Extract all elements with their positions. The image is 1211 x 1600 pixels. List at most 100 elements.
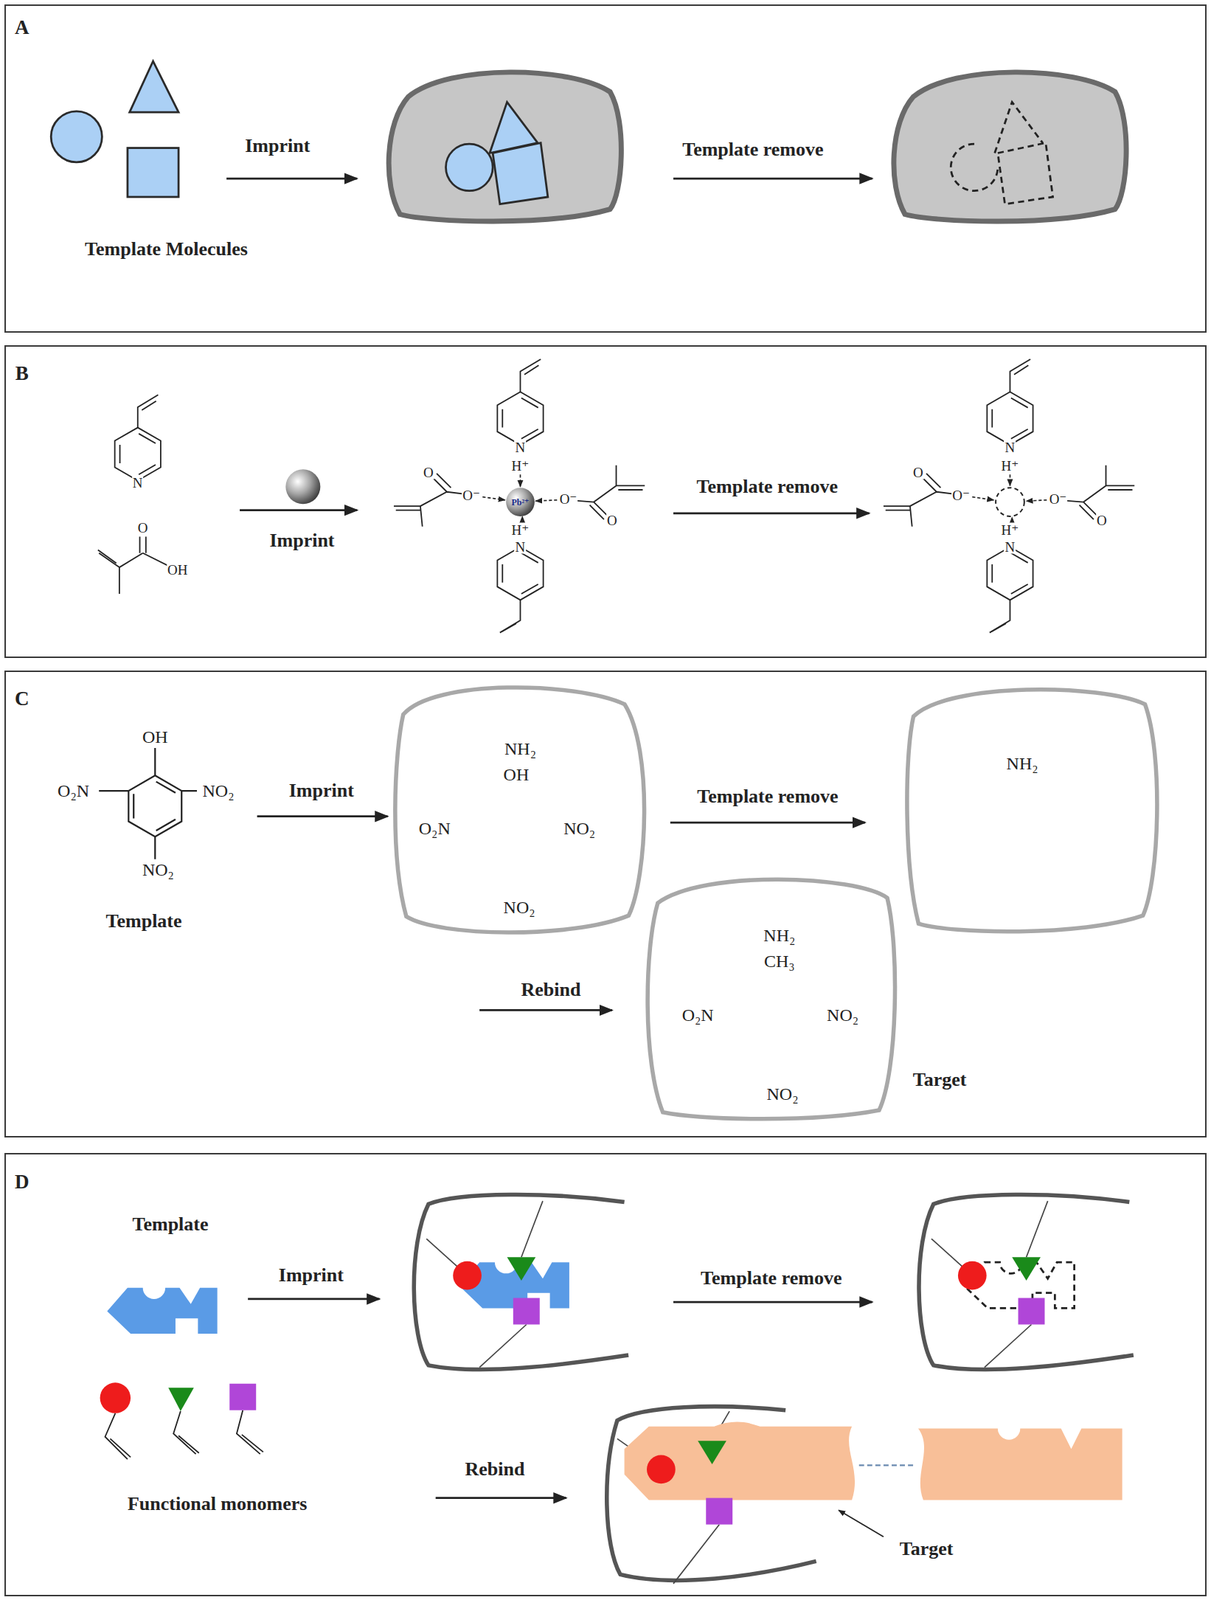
illustration [393,359,645,633]
cavity-outline: NH₂CH₃O₂NNO₂NO₂ [634,865,904,1124]
monomer [98,394,176,594]
functional-monomer [452,1256,1045,1524]
chemical-label: O [912,465,925,480]
chemical-label: H⁺ [1000,522,1020,537]
coordination-arrow [535,500,557,501]
tether [1026,1200,1049,1257]
chemical-label: CH₃ [763,952,796,970]
template-shape [106,1287,217,1334]
coordination-arrow [482,497,505,501]
panel-box: A [4,4,1208,333]
chemical-label: N [514,539,527,554]
arrow [247,1298,380,1301]
functional-monomer [100,1382,264,1459]
arrow [479,1008,613,1012]
panel-letter: A [14,16,30,37]
process-arrow [670,821,866,824]
chemical-label: N [132,475,144,490]
imprinted-shapes [492,143,548,205]
chemical-label: O [1095,513,1108,528]
chemical-label: NH₂ [1005,754,1040,773]
illustration [883,359,1135,633]
functional-monomer [646,1455,676,1484]
cavity [995,487,1025,517]
monomer [137,394,159,428]
chemical-label: NO₂ [765,1084,799,1103]
chemical-label: NH₂ [503,739,537,758]
leader-line [838,1509,884,1537]
tether [984,1324,1032,1368]
lead-ion [505,487,535,517]
functional-monomer [1011,1256,1041,1281]
functional-monomer [100,1382,131,1413]
step-label: Rebind [464,1459,525,1479]
target-molecule [624,1421,855,1501]
target-molecule [624,1421,1123,1501]
template-shapes [50,111,102,163]
functional-monomer [229,1383,256,1411]
chemical-label: O [137,520,149,535]
template-shapes [50,61,179,197]
arrow [673,1300,873,1304]
functional-monomer [168,1387,194,1411]
chemical-label: N [1004,439,1017,454]
tether [426,1200,1048,1584]
panel-box: CNH₂OHO₂NNO₂NO₂NH₂NH₂CH₃O₂NNO₂NO₂ [4,670,1208,1138]
chemical-label: OH [502,765,531,784]
functional-monomer [958,1261,987,1290]
polymer-matrix [388,72,621,222]
step-label: Rebind [521,980,582,1000]
step-label: Imprint [269,531,335,551]
edge-label: Template remove [696,786,838,807]
arrow [673,511,870,515]
step-label: Template remove [696,477,838,497]
imprinted-shapes [446,101,548,204]
polymer-frame [413,1194,1134,1580]
panel-letter: B [15,362,29,383]
chemical-label: NO₂ [826,1005,860,1024]
chemical-label: O [606,513,619,528]
functional-monomer [1018,1298,1046,1325]
step-label: Template [106,911,183,931]
molecule [98,747,197,860]
chemical-label: NO₂ [141,860,175,879]
step-label: Template [132,1214,208,1234]
step-label: Target [899,1539,954,1559]
coordination-arrow [1011,516,1013,522]
arrow [226,177,357,180]
template-shapes [127,148,179,197]
step-label: Template remove [700,1268,842,1288]
chemical-label: NO₂ [502,898,537,916]
functional-monomer [705,1497,733,1525]
functional-monomer [513,1298,540,1325]
monomer [115,427,161,481]
coordination-arrow [1009,474,1012,486]
chemical-label: O⁻ [951,487,971,502]
panel-letter: D [14,1171,30,1192]
coordination-arrow [972,497,994,501]
panel-box: B [4,345,1208,659]
monomer [98,536,176,594]
cavity-outline [906,689,1157,932]
chemical-label: Pb²⁺ [511,497,530,507]
cavity [950,101,1053,204]
step-label: Imprint [244,136,310,156]
step-label: Target [913,1070,967,1090]
tether [521,1200,543,1257]
coordination-arrow [521,516,523,522]
arrow [226,178,873,1498]
chemical-label: O [422,465,435,480]
step-label: Imprint [289,781,355,801]
polymer-matrix [388,72,1127,222]
cavity-outline: NH₂ [896,675,1164,943]
arrow [239,508,357,512]
functional-monomer [452,1261,482,1290]
chemical-label: O⁻ [461,487,481,502]
panel-letter: C [14,688,30,709]
chemical-label: NO₂ [562,819,596,838]
step-label: Template remove [682,140,824,160]
chemical-label: OH [166,561,189,576]
functional-monomer [507,1256,537,1281]
polymer-frame [918,1194,1134,1369]
